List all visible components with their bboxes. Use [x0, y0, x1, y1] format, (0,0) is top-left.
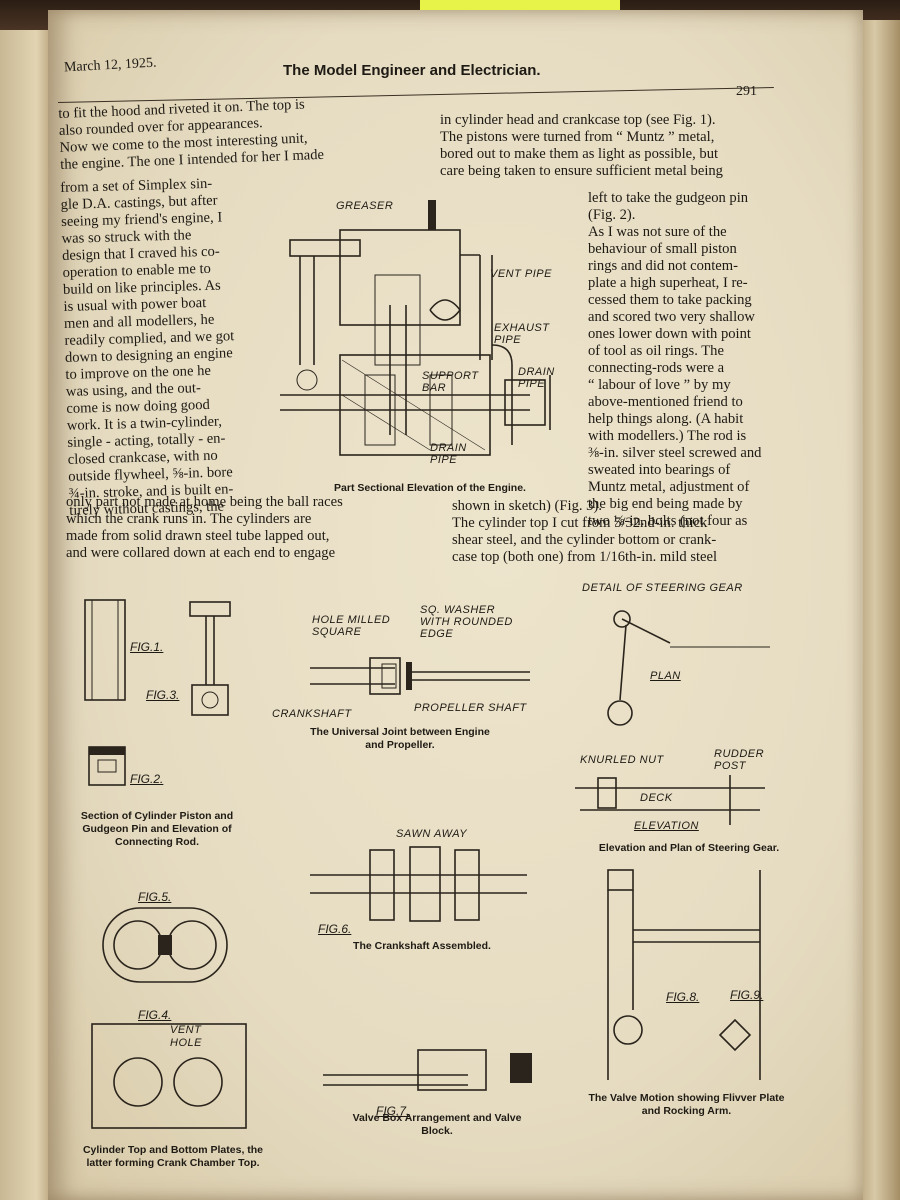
fig8-label: FIG.8.	[666, 990, 700, 1004]
fig2-piston-drawing	[88, 746, 126, 786]
valve-box-caption: Valve Box Arrangement and Valve Block.	[352, 1112, 522, 1137]
text-line: two ⅛-in. bolts (not four as	[588, 513, 748, 529]
text-line: with modellers.) The rod is	[588, 428, 747, 444]
text-line: plate a high superheat, I re-	[588, 275, 748, 291]
label-greaser: GREASER	[336, 200, 394, 212]
crankshaft-drawing	[310, 846, 527, 922]
label-plan: PLAN	[650, 670, 681, 682]
text-line: case top (both one) from 1/16th-in. mild…	[452, 549, 718, 565]
steering-elevation-drawing	[575, 775, 765, 825]
piston-caption: Section of Cylinder Piston and Gudgeon P…	[80, 810, 234, 848]
label-drain-pipe-right: DRAIN PIPE	[518, 366, 555, 390]
text-line: rings and did not contem-	[588, 258, 738, 274]
fig5-label: FIG.5.	[138, 890, 172, 904]
label-knurled-nut: KNURLED NUT	[580, 754, 664, 766]
fig9-label: FIG.9.	[730, 988, 764, 1002]
steering-caption: Elevation and Plan of Steering Gear.	[598, 842, 780, 854]
fig3-connecting-rod-drawing	[189, 601, 231, 716]
text-line: of tool as oil rings. The	[588, 343, 724, 359]
label-sawn-away: SAWN AWAY	[396, 828, 468, 840]
text-line: connecting-rods were a	[588, 360, 725, 376]
label-sq-washer: SQ. WASHER WITH ROUNDED EDGE	[420, 604, 513, 640]
right-column-bottom: shown in sketch) (Fig. 3). The cylinder …	[452, 498, 782, 566]
text-line: only part not made at home being the bal…	[66, 494, 343, 510]
text-line: help things along. (A habit	[588, 411, 744, 427]
label-vent-pipe: VENT PIPE	[490, 268, 552, 280]
fig5-gasket-drawing	[102, 907, 228, 983]
text-line: cessed them to take packing	[588, 292, 752, 308]
fig4-plate-drawing	[91, 1023, 247, 1129]
label-hole-milled: HOLE MILLED SQUARE	[312, 614, 391, 638]
text-line: Muntz metal, adjustment of	[588, 479, 750, 495]
left-column-bottom: only part not made at home being the bal…	[66, 494, 416, 562]
left-column-narrow: from a set of Simplex sin- gle D.A. cast…	[60, 174, 269, 519]
text-line: behaviour of small piston	[588, 241, 737, 257]
fig7-label: FIG.7.	[376, 1104, 410, 1118]
plates-caption: Cylinder Top and Bottom Plates, the latt…	[82, 1144, 264, 1169]
engine-caption: Part Sectional Elevation of the Engine.	[334, 482, 526, 494]
magazine-page	[48, 10, 863, 1200]
left-column-top: to fit the hood and riveted it on. The t…	[58, 93, 400, 174]
steering-title: DETAIL OF STEERING GEAR	[582, 582, 743, 594]
text-line: “ labour of love ” by my	[588, 377, 731, 393]
text-line: The pistons were turned from “ Muntz ” m…	[440, 129, 715, 145]
right-column-narrow: left to take the gudgeon pin (Fig. 2). A…	[588, 190, 776, 530]
fig2-label: FIG.2.	[130, 772, 164, 786]
text-line: the big end being made by	[588, 496, 743, 512]
universal-joint-drawing	[310, 657, 530, 695]
valve-motion-drawing	[607, 869, 761, 1080]
label-deck: DECK	[640, 792, 673, 804]
text-line: sweated into bearings of	[588, 462, 731, 478]
fig1-cylinder-drawing	[84, 599, 126, 701]
label-exhaust-pipe: EXHAUST PIPE	[494, 322, 550, 346]
engine-elevation-drawing	[280, 200, 551, 456]
joint-caption: The Universal Joint between Engine and P…	[310, 726, 490, 751]
text-line: shear steel, and the cylinder bottom or …	[452, 532, 717, 548]
text-line: shown in sketch) (Fig. 3).	[452, 498, 602, 514]
fig4-label: FIG.4.	[138, 1008, 172, 1022]
text-line: As I was not sure of the	[588, 224, 727, 240]
crankshaft-caption: The Crankshaft Assembled.	[353, 940, 491, 952]
steering-plan-drawing	[607, 610, 770, 726]
text-line: care being taken to ensure sufficient me…	[440, 163, 723, 179]
label-vent-hole: VENT HOLE	[170, 1024, 202, 1049]
text-line: ones lower down with point	[588, 326, 751, 342]
right-column-top: in cylinder head and crankcase top (see …	[440, 112, 775, 180]
valve-box-drawing	[323, 1049, 532, 1091]
label-rudder-post: RUDDER POST	[714, 748, 765, 772]
text-line: and scored two very shallow	[588, 309, 755, 325]
label-elevation: ELEVATION	[634, 820, 699, 832]
text-line: bored out to make them as light as possi…	[440, 146, 719, 162]
header-title: The Model Engineer and Electrician.	[283, 62, 541, 79]
book-edge-right	[858, 20, 900, 1200]
text-line: in cylinder head and crankcase top (see …	[440, 112, 716, 128]
text-line: above-mentioned friend to	[588, 394, 743, 410]
page-number: 291	[736, 84, 757, 99]
valve-motion-caption: The Valve Motion showing Flivver Plate a…	[588, 1092, 785, 1117]
text-line: The cylinder top I cut from 5/32nd-in. t…	[452, 515, 708, 531]
text-line: (Fig. 2).	[588, 207, 636, 223]
text-line: made from solid drawn steel tube lapped …	[66, 528, 330, 544]
left-page-edge	[0, 30, 52, 1200]
label-support-bar: SUPPORT BAR	[422, 370, 479, 394]
text-line: which the crank runs in. The cylinders a…	[66, 511, 312, 527]
fig6-label: FIG.6.	[318, 922, 352, 936]
fig1-label: FIG.1.	[130, 640, 164, 654]
text-line: left to take the gudgeon pin	[588, 190, 749, 206]
text-line: ⅜-in. silver steel screwed and	[588, 445, 762, 461]
fig3-label: FIG.3.	[146, 688, 180, 702]
label-drain-pipe-bottom: DRAIN PIPE	[430, 442, 467, 466]
label-crankshaft: CRANKSHAFT	[272, 708, 352, 720]
label-propeller-shaft: PROPELLER SHAFT	[414, 702, 527, 714]
text-line: and were collared down at each end to en…	[66, 545, 336, 561]
